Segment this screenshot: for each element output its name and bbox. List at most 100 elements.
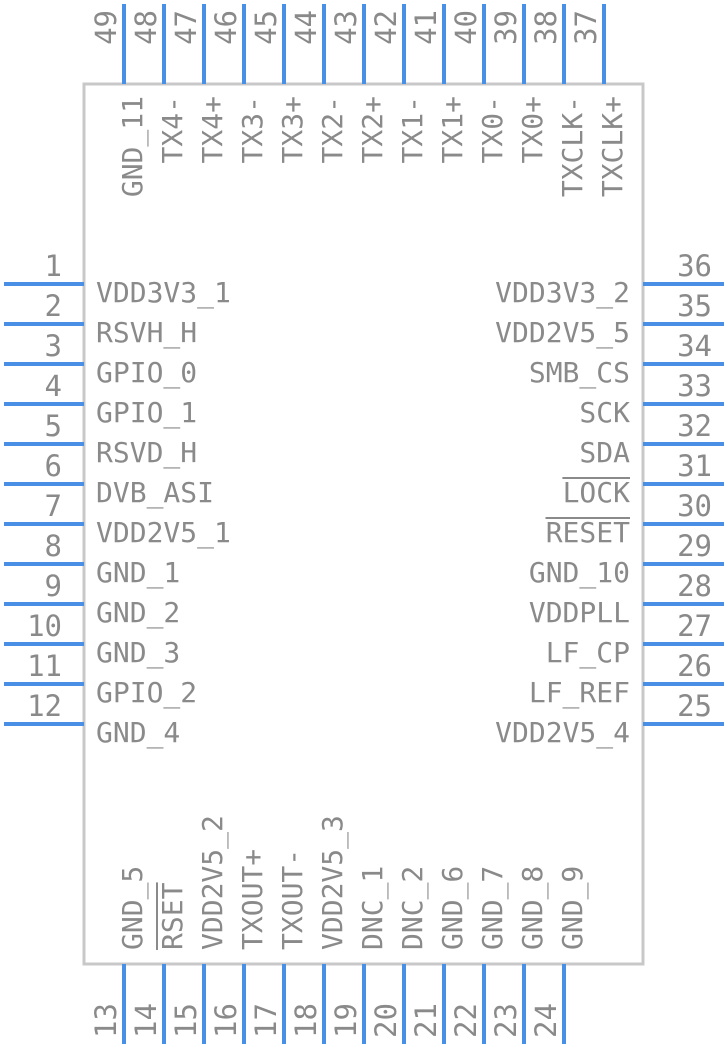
pin-number: 9 [45, 569, 62, 603]
pin-name: SDA [579, 436, 630, 469]
pin-name: TX3- [236, 96, 269, 163]
pin-name: LF_REF [529, 676, 630, 710]
pin-number: 23 [489, 1003, 523, 1038]
pin-number: 37 [569, 10, 603, 45]
pin-name: TX1- [396, 96, 429, 163]
pin-name: DNC_1 [356, 866, 390, 950]
pin-number: 16 [209, 1003, 243, 1038]
pin-name: GND_5 [116, 866, 150, 950]
pin-name: VDD2V5_5 [495, 316, 630, 350]
pin-name: GND_3 [96, 636, 180, 670]
pin-name: TX2+ [356, 96, 389, 163]
pin-number: 19 [329, 1003, 363, 1038]
pin-name: TXOUT- [276, 849, 309, 950]
pin-name: GND_11 [116, 96, 150, 197]
pin-name: VDD2V5_3 [316, 815, 350, 950]
pin-name: VDD2V5_2 [196, 815, 230, 950]
pin-name: TX4- [156, 96, 189, 163]
pin-number: 49 [89, 10, 123, 45]
pin-number: 5 [45, 409, 62, 443]
pin-number: 24 [529, 1003, 563, 1038]
pin-name: RSET [156, 882, 189, 950]
pin-number: 13 [89, 1003, 123, 1038]
pin-name: GPIO_1 [96, 396, 197, 430]
pin-name: DVB_ASI [96, 476, 214, 510]
pin-name: GPIO_2 [96, 676, 197, 710]
pin-number: 8 [45, 529, 62, 563]
pin-number: 42 [369, 10, 403, 45]
pin-number: 28 [677, 569, 712, 603]
pin-number: 39 [489, 10, 523, 45]
pin-number: 6 [45, 449, 62, 483]
pin-name: GND_7 [476, 866, 510, 950]
pin-name: TX0+ [516, 96, 549, 163]
pin-name: TX2- [316, 96, 349, 163]
pin-number: 33 [677, 369, 712, 403]
pin-number: 18 [289, 1003, 323, 1038]
pin-name: TXCLK- [556, 96, 589, 197]
pin-name: DNC_2 [396, 866, 430, 950]
pin-name: GND_1 [96, 556, 180, 590]
pin-name: VDD3V3_1 [96, 276, 231, 310]
pin-number: 34 [677, 329, 712, 363]
pin-name: VDDPLL [529, 596, 630, 629]
pin-number: 45 [249, 10, 283, 45]
pin-number: 46 [209, 10, 243, 45]
pin-number: 40 [449, 10, 483, 45]
pin-number: 22 [449, 1003, 483, 1038]
pin-number: 43 [329, 10, 363, 45]
pin-number: 31 [677, 449, 712, 483]
pin-number: 1 [45, 249, 62, 283]
pin-name: LOCK [563, 476, 631, 509]
pin-number: 36 [677, 249, 712, 283]
pin-number: 2 [45, 289, 62, 323]
pin-number: 4 [45, 369, 62, 403]
pin-number: 17 [249, 1003, 283, 1038]
pin-number: 27 [677, 609, 712, 643]
pin-number: 35 [677, 289, 712, 323]
pin-number: 44 [289, 10, 323, 45]
pin-name: RSVD_H [96, 436, 197, 470]
pin-number: 12 [27, 689, 62, 723]
pin-name: TX0- [476, 96, 509, 163]
pin-name: RESET [546, 516, 630, 549]
pin-name: TXOUT+ [236, 849, 269, 950]
bottom-pin-group: 13 GND_5 14 RSET 15 VDD2V5_2 16 TXOUT+ 17 TXOUT- 1… [89, 815, 590, 1044]
pin-name: RSVH_H [96, 316, 197, 350]
pin-name: VDD2V5_1 [96, 516, 231, 550]
pin-number: 47 [169, 10, 203, 45]
pin-name: GND_4 [96, 716, 180, 750]
pin-name: TX3+ [276, 96, 309, 163]
pin-number: 30 [677, 489, 712, 523]
pin-name: SMB_CS [529, 356, 630, 390]
pin-name: GND_9 [556, 866, 590, 950]
pin-name: VDD3V3_2 [495, 276, 630, 310]
pin-name: GND_2 [96, 596, 180, 630]
pin-name: SCK [579, 396, 630, 429]
pin-name: VDD2V5_4 [495, 716, 630, 750]
pin-name: TX4+ [196, 96, 229, 163]
pin-number: 14 [129, 1003, 163, 1038]
pin-number: 11 [27, 649, 62, 683]
pin-number: 29 [677, 529, 712, 563]
pin-number: 48 [129, 10, 163, 45]
pin-number: 26 [677, 649, 712, 683]
pin-number: 10 [27, 609, 62, 643]
pin-number: 38 [529, 10, 563, 45]
pin-number: 3 [45, 329, 62, 363]
pin-number: 21 [409, 1003, 443, 1038]
pin-number: 41 [409, 10, 443, 45]
pin-number: 15 [169, 1003, 203, 1038]
pin-name: GPIO_0 [96, 356, 197, 390]
pin-name: TXCLK+ [596, 96, 629, 197]
pin-name: LF_CP [546, 636, 630, 670]
pin-number: 25 [677, 689, 712, 723]
pin-name: GND_6 [436, 866, 470, 950]
pin-name: GND_10 [529, 556, 630, 590]
pin-name: TX1+ [436, 96, 469, 163]
pin-number: 20 [369, 1003, 403, 1038]
